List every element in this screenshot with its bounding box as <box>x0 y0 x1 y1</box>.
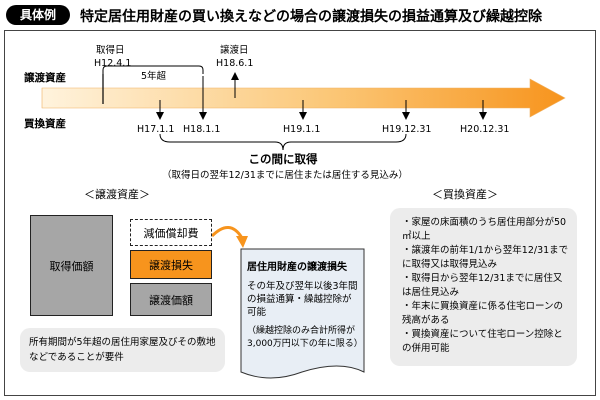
condition-item: ・譲渡年の前年1/1から翌年12/31までに取得又は取得見込み <box>402 245 569 270</box>
transfer-date-arrowhead <box>231 72 239 80</box>
date-h19: H19.1.1 <box>283 124 321 135</box>
acquisition-label: 取得日 <box>96 45 125 56</box>
acquisition-price-label: 取得価額 <box>49 259 94 273</box>
acquire-between: この間に取得 <box>248 152 318 166</box>
acquisition-date: H12.4.1 <box>94 58 132 69</box>
acquire-note: （取得日の翌年12/31までに居住または居住する見込み） <box>162 170 408 181</box>
replacement-asset-heading: ＜買換資産＞ <box>432 188 498 201</box>
condition-item: ・取得日から翌年12/31までに居住又は居住見込み <box>402 273 563 298</box>
arrowhead-h19 <box>299 112 307 120</box>
transfer-price-label: 譲渡価額 <box>149 293 193 307</box>
condition-item: ・買換資産について住宅ローン控除との併用可能 <box>402 329 563 354</box>
five-year-label: 5年超 <box>141 71 167 82</box>
five-year-bracket <box>102 65 204 74</box>
arrowhead-h17 <box>156 112 164 120</box>
requirement-note: 所有期間が5年超の居住用家屋及びその敷地などであることが要件 <box>20 328 225 372</box>
row-label-transfer: 譲渡資産 <box>24 72 66 84</box>
date-h17: H17.1.1 <box>137 124 175 135</box>
transfer-loss-block: 譲渡損失 <box>130 250 212 279</box>
timeline-arrow <box>41 78 566 118</box>
transfer-price-block: 譲渡価額 <box>130 283 212 316</box>
depreciation-label: 減価償却費 <box>143 226 199 240</box>
example-badge: 具体例 <box>6 5 70 25</box>
replacement-conditions: ・家屋の床面積のうち居住用部分が50㎡以上 ・譲渡年の前年1/1から翌年12/3… <box>390 208 577 366</box>
condition-item: ・年末に買換資産に係る住宅ローンの残高がある <box>402 301 564 326</box>
curved-arrow <box>210 226 244 239</box>
arrowhead-h1912 <box>402 112 410 120</box>
arrowhead-h18 <box>199 112 207 120</box>
requirement-text: 所有期間が5年超の居住用家屋及びその敷地などであることが要件 <box>29 337 216 363</box>
arrowhead-h2012 <box>479 112 487 120</box>
date-h20-12: H20.12.31 <box>460 124 510 135</box>
loss-note-body: その年及び翌年以後3年間の損益通算・繰越控除が可能 <box>247 281 358 318</box>
loss-note-title: 居住用財産の譲渡損失 <box>247 262 347 273</box>
condition-item: ・家屋の床面積のうち居住用部分が50㎡以上 <box>402 217 567 242</box>
row-label-replacement: 買換資産 <box>24 118 66 130</box>
content-frame <box>4 30 596 396</box>
depreciation-block: 減価償却費 <box>130 219 212 246</box>
page-title: 特定居住用財産の買い換えなどの場合の譲渡損失の損益通算及び繰越控除 <box>80 9 542 25</box>
acquisition-price-block: 取得価額 <box>30 215 113 316</box>
loss-note-footnote: （繰越控除のみ合計所得が3,000万円以下の年に限る） <box>247 326 363 349</box>
transfer-label: 譲渡日 <box>220 45 249 56</box>
transfer-loss-label: 譲渡損失 <box>149 258 193 272</box>
acquisition-window-brace <box>159 133 407 151</box>
date-h18: H18.1.1 <box>183 124 221 135</box>
transfer-asset-heading: ＜譲渡資産＞ <box>84 188 150 201</box>
curved-arrowhead <box>236 236 248 248</box>
date-h19-12: H19.12.31 <box>382 124 432 135</box>
loss-note: 居住用財産の譲渡損失 その年及び翌年以後3年間の損益通算・繰越控除が可能 （繰越… <box>247 258 363 351</box>
transfer-date: H18.6.1 <box>216 58 254 69</box>
